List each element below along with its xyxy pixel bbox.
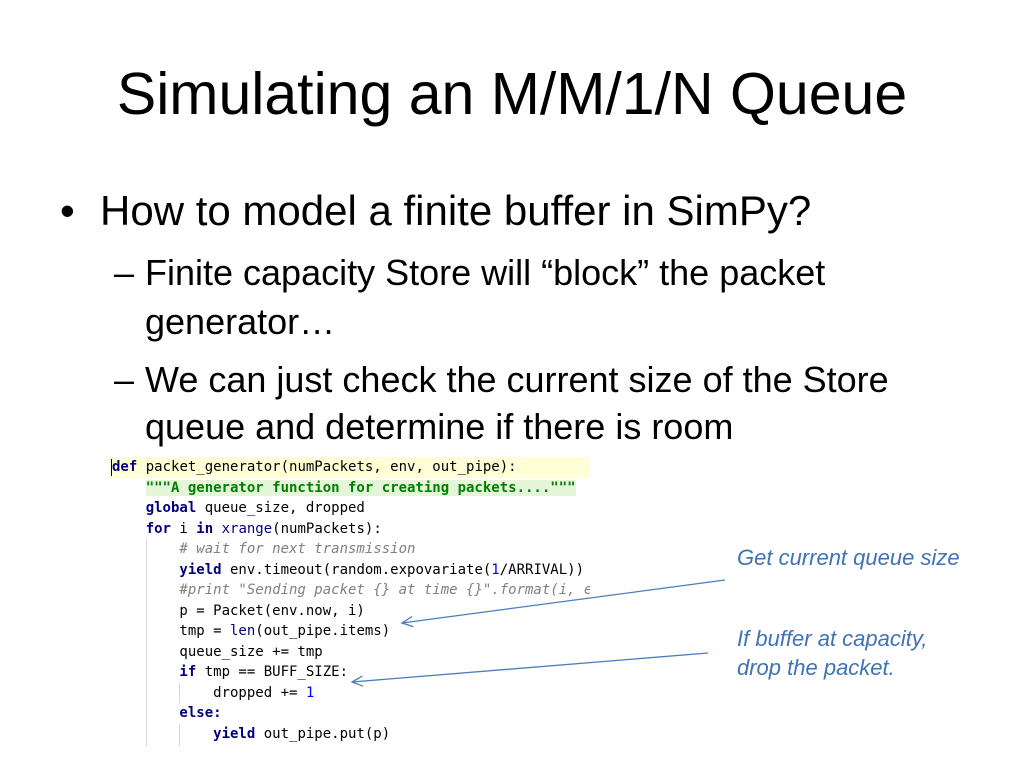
text-cursor [111, 459, 112, 476]
code-comment-token: # wait for next transmission [179, 541, 416, 557]
sub-bullet-text-line: generator… [145, 301, 336, 342]
code-number-token: 1 [491, 561, 500, 578]
code-line: def packet_generator(numPackets, env, ou… [110, 457, 590, 478]
annotation-buffer-capacity: drop the packet. [737, 655, 895, 680]
sub-bullet-text-line: Finite capacity Store will “block” the p… [145, 252, 826, 293]
code-line: """A generator function for creating pac… [110, 478, 590, 499]
code-plain-token: queue_size, dropped [196, 500, 365, 516]
code-keyword-token: for [145, 520, 171, 537]
code-line: yield env.timeout(random.expovariate(1/A… [110, 560, 590, 581]
code-plain-token [213, 521, 221, 537]
code-plain-token: (numPackets): [272, 520, 382, 537]
code-plain-token: queue_size += tmp [179, 643, 323, 660]
code-plain-token: out_pipe.put(p) [255, 725, 391, 742]
code-docstring-token: """A generator function for creating pac… [145, 479, 576, 496]
code-number-token: 1 [305, 684, 315, 701]
code-plain-token: env.timeout(random.expovariate( [221, 561, 492, 578]
code-keyword-token: def [112, 459, 138, 475]
code-plain-token: tmp = [179, 623, 230, 639]
code-plain-token: packet_generator(numPackets, env, out_pi… [137, 459, 517, 475]
code-plain-token: (out_pipe.items) [255, 623, 391, 639]
sub-bullet-text-line: queue and determine if there is room [145, 406, 734, 447]
code-keyword-token: global [145, 500, 197, 516]
indent-guide [145, 539, 147, 746]
code-line: #print "Sending packet {} at time {}".fo… [110, 580, 590, 601]
code-line: else: [110, 703, 590, 724]
code-line: p = Packet(env.now, i) [110, 601, 590, 622]
code-line: queue_size += tmp [110, 642, 590, 663]
code-snippet: def packet_generator(numPackets, env, ou… [110, 457, 590, 746]
code-line: yield out_pipe.put(p) [110, 724, 590, 745]
code-line: global queue_size, dropped [110, 498, 590, 519]
code-plain-token: tmp == BUFF_SIZE: [196, 664, 348, 680]
sub-bullet-marker: – [114, 252, 135, 293]
indent-guide [179, 682, 181, 703]
code-line: for i in xrange(numPackets): [110, 519, 590, 540]
sub-bullet-marker: – [114, 359, 135, 400]
indent-guide [179, 723, 181, 746]
code-comment-token: #print "Sending packet {} at time {}".fo… [179, 582, 590, 598]
code-plain-token: /ARRIVAL)) [499, 561, 585, 578]
slide-title: Simulating an M/M/1/N Queue [116, 61, 908, 127]
code-plain-token: dropped += [213, 684, 306, 701]
code-line: if tmp == BUFF_SIZE: [110, 662, 590, 683]
code-line: tmp = len(out_pipe.items) [110, 621, 590, 642]
sub-bullet-text-line: We can just check the current size of th… [145, 359, 889, 400]
code-builtin-token: xrange [221, 520, 273, 537]
code-keyword-token: yield [179, 561, 222, 578]
code-keyword-token: in [196, 520, 214, 537]
code-plain-token: p = Packet(env.now, i) [179, 602, 365, 619]
bullet-marker: • [60, 187, 75, 234]
code-line: # wait for next transmission [110, 539, 590, 560]
annotation-queue-size: Get current queue size [737, 545, 960, 570]
code-plain-token: i [171, 520, 197, 537]
code-keyword-token: if [179, 664, 197, 680]
code-builtin-token: len [230, 623, 256, 639]
annotation-buffer-capacity: If buffer at capacity, [737, 626, 928, 651]
code-lines: def packet_generator(numPackets, env, ou… [110, 457, 590, 744]
code-keyword-token: else: [179, 705, 222, 721]
code-line: dropped += 1 [110, 683, 590, 704]
code-keyword-token: yield [213, 725, 256, 742]
bullet-text: How to model a finite buffer in SimPy? [100, 187, 812, 234]
